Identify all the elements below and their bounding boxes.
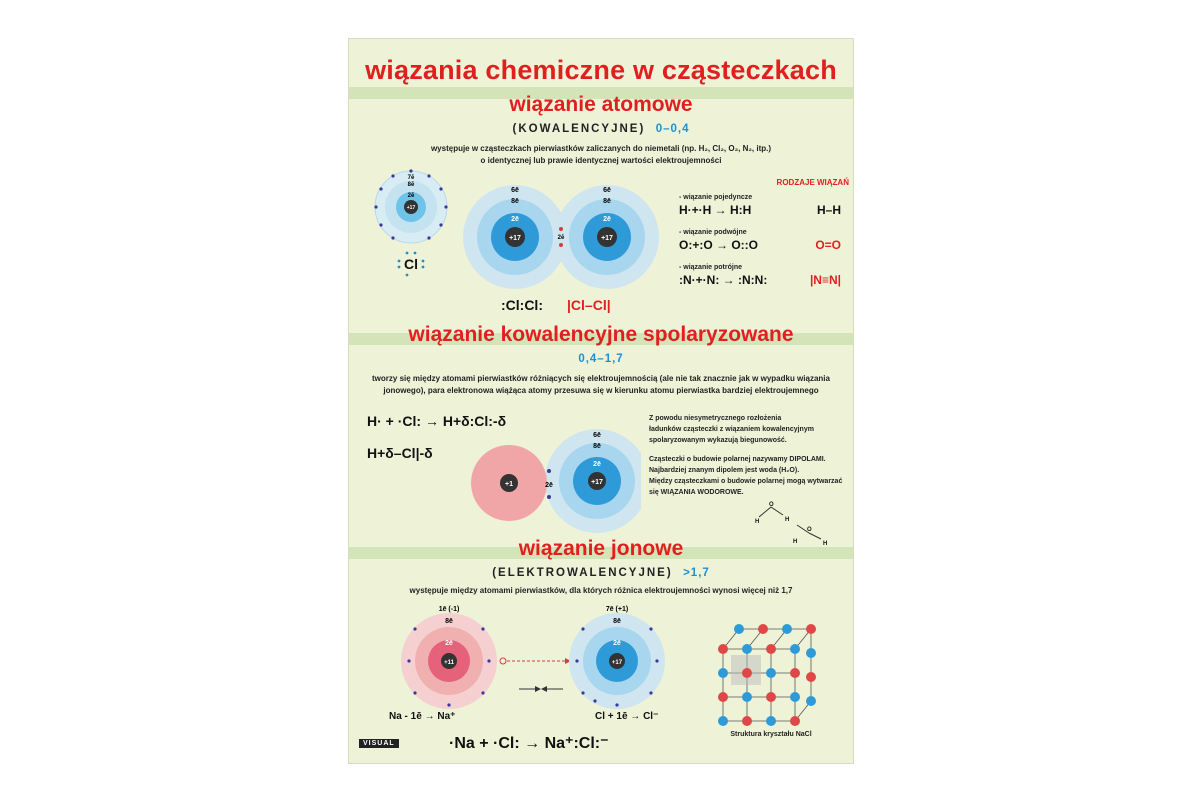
divider-band [349, 333, 853, 345]
cl-symbol: Cl [404, 256, 418, 272]
polar-note: Z powodu niesymetrycznego rozłożenia [649, 415, 782, 422]
shell-label: 6ē [511, 187, 519, 194]
bond-types-heading: RODZAJE WIĄZAŃ [776, 178, 849, 187]
ionic-final-equation: ·Na + ·Cl: → Na⁺:Cl:⁻ [449, 735, 609, 752]
covalent-description: występuje w cząsteczkach pierwiastków za… [389, 143, 813, 167]
ionic-range: >1,7 [683, 567, 710, 579]
triple-bond-struct: |N≡N| [809, 273, 841, 287]
water-dipole-icon: H O H O H H [755, 502, 827, 547]
nucleus-label: +17 [509, 235, 521, 242]
electron-transfer-arrows [499, 657, 571, 692]
shell-label: 7ē (+1) [606, 606, 628, 613]
covalent-desc-line1: występuje w cząsteczkach pierwiastków za… [430, 144, 772, 153]
shell-label: 8ē [593, 443, 601, 450]
covalent-range: 0–0,4 [655, 123, 690, 135]
polar-note: ładunków cząsteczki z wiązaniem kowalenc… [649, 426, 814, 433]
small-atom-label: 2ē [408, 193, 415, 199]
ionic-heading: wiązanie jonowe [518, 537, 684, 560]
ionic-description: występuje między atomami pierwiastków, d… [409, 586, 793, 595]
shell-label: 2ē [613, 640, 621, 647]
shell-label: 8ē [511, 198, 519, 205]
covalent-heading: wiązanie atomowe [509, 93, 693, 116]
small-cl-atom-diagram: 7ē 8ē 2ē +17 Cl [374, 169, 448, 277]
polar-note: Najbardziej znanym dipolem jest woda (H₂… [649, 467, 800, 474]
single-bond-eq: H·+·H → H:H [679, 203, 752, 217]
ionic-subtitle-text: (ELEKTROWALENCYJNE) [492, 567, 673, 579]
shell-label: 2ē [511, 216, 519, 223]
nucleus-label: +17 [591, 479, 603, 486]
cl-equation: Cl + 1ē → Cl⁻ [595, 711, 659, 722]
shared-electrons-label: 2ē [558, 235, 565, 241]
polar-range-row: 0,4–1,7 [349, 353, 853, 365]
svg-text:H: H [793, 539, 797, 545]
shell-label: 6ē [593, 432, 601, 439]
shell-label: 6ē [603, 187, 611, 194]
bond-types-panel: RODZAJE WIĄZAŃ - wiązanie pojedyncze H·+… [679, 177, 849, 287]
nacl-crystal-lattice [718, 624, 816, 726]
double-bond-eq: O:+:O → O::O [679, 238, 758, 252]
ionic-subtitle: (ELEKTROWALENCYJNE) >1,7 [349, 567, 853, 579]
single-bond-struct: H–H [816, 203, 841, 217]
shell-label: 1ē (-1) [439, 606, 460, 613]
shell-label: 2ē [593, 461, 601, 468]
polar-note: spolaryzowanym wykazują biegunowość. [649, 437, 787, 444]
small-atom-label: 8ē [408, 182, 415, 188]
cl2-structural: |Cl–Cl| [567, 297, 611, 313]
small-atom-nucleus: +17 [407, 205, 416, 211]
divider-band [349, 547, 853, 559]
triple-bond-row: :N·+·N: → :N:N: |N≡N| [679, 273, 849, 287]
shell-label: 8ē [613, 618, 621, 625]
svg-text:H: H [755, 519, 759, 525]
nucleus-label: +17 [601, 235, 613, 242]
poster: wiązania chemiczne w cząsteczkach wiązan… [348, 38, 854, 764]
polar-note: Cząsteczki o budowie polarnej nazywamy D… [649, 456, 826, 463]
shell-label: 8ē [445, 618, 453, 625]
crystal-caption: Struktura kryształu NaCl [730, 731, 812, 738]
svg-text:H: H [823, 541, 827, 547]
publisher-logo: VISUAL [359, 739, 399, 748]
shell-label: 2ē [603, 216, 611, 223]
h-nucleus-label: +1 [505, 481, 513, 488]
nucleus-label: +11 [444, 660, 455, 666]
single-bond-label: - wiązanie pojedyncze [679, 194, 753, 201]
shell-label: 2ē [445, 640, 453, 647]
cl-atom-diagram: 7ē (+1) 8ē 2ē +17 [569, 606, 665, 709]
divider-band [349, 87, 853, 99]
polar-eq2: H+δ–Cl|-δ [367, 445, 433, 461]
covalent-subtitle: (KOWALENCYJNE) 0–0,4 [349, 123, 853, 135]
single-bond-row: H·+·H → H:H H–H [679, 203, 849, 217]
covalent-desc-line2: o identycznej lub prawie identycznej war… [480, 156, 722, 165]
polar-note: się WIĄZANIA WODOROWE. [649, 489, 744, 496]
svg-text:O: O [769, 502, 774, 508]
shell-label: 8ē [603, 198, 611, 205]
polar-desc-line1: tworzy się między atomami pierwiastków r… [372, 374, 830, 383]
triple-bond-eq: :N·+·N: → :N:N: [679, 273, 768, 287]
hcl-molecule-diagram: +1 2ē 6ē 8ē 2ē +17 [471, 429, 641, 533]
svg-text:O: O [807, 527, 812, 533]
polar-eq1: H· + ·Cl: → H+δ:Cl:-δ [367, 413, 507, 429]
polar-notes: Z powodu niesymetrycznego rozłożenia ład… [649, 413, 849, 498]
double-bond-label: - wiązanie podwójne [679, 229, 747, 236]
polar-desc-line2: jonowego), para elektronowa wiążąca atom… [383, 386, 819, 395]
shared-electrons-label: 2ē [545, 482, 553, 489]
svg-text:H: H [785, 517, 789, 523]
double-bond-row: O:+:O → O::O O=O [679, 238, 849, 252]
na-atom-diagram: 1ē (-1) 8ē 2ē +11 [401, 606, 497, 709]
polar-range: 0,4–1,7 [578, 353, 624, 365]
triple-bond-label: - wiązanie potrójne [679, 264, 743, 271]
cl2-lewis: :Cl:Cl: [501, 297, 543, 313]
polar-note: Między cząsteczkami o budowie polarnej m… [649, 478, 843, 485]
small-atom-label: 7ē [408, 175, 415, 181]
na-equation: Na - 1ē → Na⁺ [389, 711, 456, 722]
polar-heading: wiązanie kowalencyjne spolaryzowane [408, 323, 794, 346]
covalent-subtitle-text: (KOWALENCYJNE) [512, 123, 646, 135]
polar-description: tworzy się między atomami pierwiastków r… [359, 373, 843, 397]
cl2-molecule-diagram: 6ē 8ē 2ē +17 6ē 8ē 2ē +17 2ē [463, 185, 659, 289]
double-bond-struct: O=O [815, 238, 841, 252]
nucleus-label: +17 [612, 660, 623, 666]
poster-title: wiązania chemiczne w cząsteczkach [365, 55, 837, 85]
